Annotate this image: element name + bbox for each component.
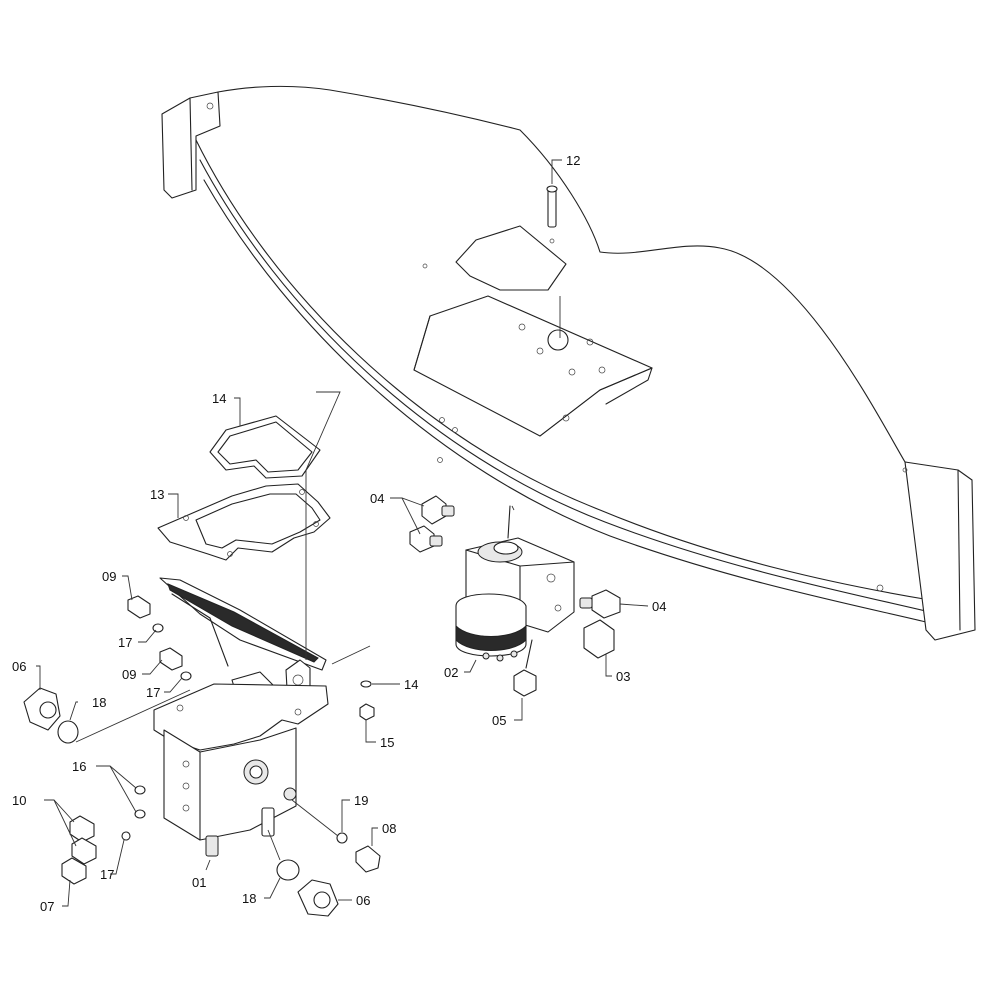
callout-09-lower: 09 <box>122 667 136 682</box>
callout-06-lower: 06 <box>356 893 370 908</box>
callout-10: 10 <box>12 793 26 808</box>
callout-labels: 12 14 13 04 04 03 02 05 09 17 09 17 06 1… <box>12 153 666 914</box>
oring-18-left <box>57 720 79 744</box>
hydraulic-motor-02 <box>455 505 575 662</box>
fitting-05 <box>513 639 537 697</box>
callout-04-upper: 04 <box>370 491 384 506</box>
fitting-08 <box>355 845 381 873</box>
callout-19: 19 <box>354 793 368 808</box>
callout-08: 08 <box>382 821 396 836</box>
callout-02: 02 <box>444 665 458 680</box>
mower-deck <box>161 85 976 641</box>
callout-18-lower: 18 <box>242 891 256 906</box>
callout-12: 13 <box>150 487 164 502</box>
gasket-13 <box>209 415 321 479</box>
callout-13: 14 <box>212 391 226 406</box>
callout-01: 01 <box>192 875 206 890</box>
fitting-03 <box>583 619 615 659</box>
oring-17-upper <box>152 623 164 633</box>
oring-17-lower <box>121 831 131 841</box>
fitting-09-lower <box>159 647 183 671</box>
washer-14 <box>360 680 372 688</box>
oring-17-middle <box>180 671 192 681</box>
fitting-04-lower <box>409 525 443 553</box>
fitting-04-right <box>579 589 621 619</box>
control-valve-01 <box>153 577 329 857</box>
oring-19 <box>336 832 348 844</box>
oring-18-lower <box>276 859 300 881</box>
fitting-09-upper <box>127 595 151 619</box>
plug-06-left <box>23 687 61 731</box>
fitting-04-upper <box>421 495 455 525</box>
callout-07: 07 <box>40 899 54 914</box>
callout-04-right: 04 <box>652 599 666 614</box>
callout-09-upper: 09 <box>102 569 116 584</box>
callout-16: 16 <box>72 759 86 774</box>
plug-06-lower <box>297 879 339 917</box>
nut-15 <box>359 703 375 721</box>
callout-17-upper: 17 <box>118 635 132 650</box>
callout-18-left: 18 <box>92 695 106 710</box>
oring-16 <box>134 785 146 819</box>
callout-14: 14 <box>404 677 418 692</box>
callout-15: 15 <box>380 735 394 750</box>
fitting-07 <box>61 857 87 885</box>
callout-17-middle: 17 <box>146 685 160 700</box>
callout-17-lower: 17 <box>100 867 114 882</box>
leader-lines <box>36 159 649 907</box>
callout-11: 12 <box>566 153 580 168</box>
callout-03: 03 <box>616 669 630 684</box>
gasket-12 <box>157 483 331 561</box>
fitting-10 <box>69 815 97 865</box>
callout-05: 05 <box>492 713 506 728</box>
callout-06-left: 06 <box>12 659 26 674</box>
